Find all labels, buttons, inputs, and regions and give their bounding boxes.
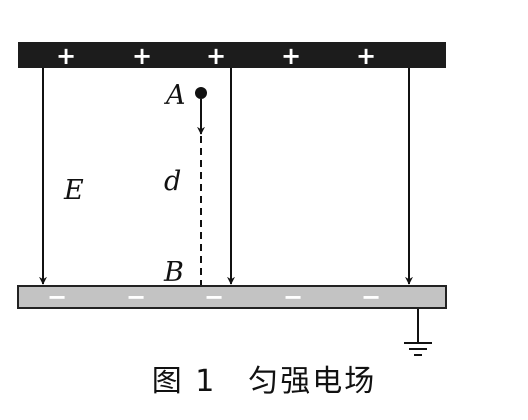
minus-sign: − xyxy=(47,283,67,311)
ground-icon xyxy=(404,309,432,356)
point-a-label: A xyxy=(163,80,186,111)
plus-sign: + xyxy=(132,42,152,70)
minus-sign: − xyxy=(361,283,381,311)
field-lines xyxy=(39,68,413,285)
minus-sign: − xyxy=(126,283,146,311)
point-charge-icon xyxy=(195,87,207,99)
positive-plate xyxy=(18,42,446,68)
negative-plate xyxy=(17,285,447,309)
positive-charge-signs: + + + + + xyxy=(56,42,376,70)
point-b-label: B xyxy=(163,257,184,288)
plus-sign: + xyxy=(206,42,226,70)
plus-sign: + xyxy=(281,42,301,70)
plus-sign: + xyxy=(356,42,376,70)
field-label: E xyxy=(63,175,84,206)
distance-label: d xyxy=(164,166,181,197)
figure-caption: 图 1 匀强电场 xyxy=(151,364,377,399)
plus-sign: + xyxy=(56,42,76,70)
negative-charge-signs: − − − − − xyxy=(47,283,381,311)
minus-sign: − xyxy=(283,283,303,311)
minus-sign: − xyxy=(204,283,224,311)
